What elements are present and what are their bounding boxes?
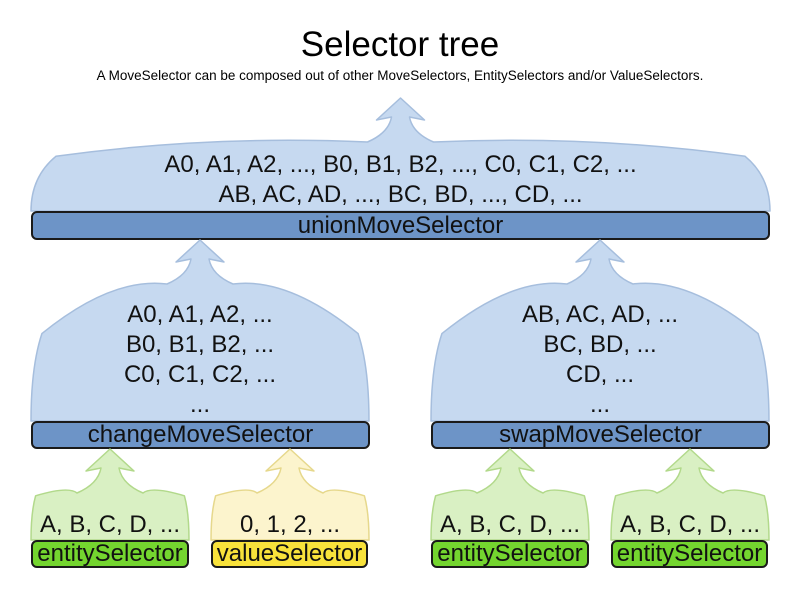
union-selection-items: A0, A1, A2, ..., B0, B1, B2, ..., C0, C1… xyxy=(30,150,771,210)
change-selection-items: A0, A1, A2, ... B0, B1, B2, ... C0, C1, … xyxy=(30,300,370,420)
value-items-line: 0, 1, 2, ... xyxy=(239,511,341,538)
entity-selector-label: entitySelector xyxy=(616,540,763,567)
swap-move-selector-bar: swapMoveSelector xyxy=(431,421,770,449)
entity-selector-bar-2: entitySelector xyxy=(431,540,589,568)
swap-move-selector-label: swapMoveSelector xyxy=(499,421,702,448)
entity1-selection-items: A, B, C, D, ... xyxy=(30,511,190,539)
entity3-selection-items: A, B, C, D, ... xyxy=(610,511,770,539)
change-items-line: C0, C1, C2, ... xyxy=(123,361,277,388)
change-move-selector-bar: changeMoveSelector xyxy=(31,421,370,449)
entity-selector-label: entitySelector xyxy=(437,540,583,567)
swap-items-line: AB, AC, AD, ... xyxy=(521,301,679,328)
entity2-items-line: A, B, C, D, ... xyxy=(439,511,581,538)
change-move-selector-label: changeMoveSelector xyxy=(87,421,314,448)
entity1-items-line: A, B, C, D, ... xyxy=(39,511,181,538)
entity2-selection-items: A, B, C, D, ... xyxy=(430,511,590,539)
union-move-selector-label: unionMoveSelector xyxy=(297,211,504,239)
entity3-items-line: A, B, C, D, ... xyxy=(619,511,761,538)
value-selector-bar: valueSelector xyxy=(211,540,368,568)
subtitle-text: A MoveSelector can be composed out of ot… xyxy=(96,68,704,83)
union-items-line: AB, AC, AD, ..., BC, BD, ..., CD, ... xyxy=(218,181,583,208)
swap-items-line: CD, ... xyxy=(565,361,634,388)
entity-selector-bar-1: entitySelector xyxy=(31,540,189,568)
union-items-line: A0, A1, A2, ..., B0, B1, B2, ..., C0, C1… xyxy=(164,151,637,178)
value-selection-items: 0, 1, 2, ... xyxy=(210,511,370,539)
value-selector-label: valueSelector xyxy=(216,540,363,567)
swap-items-line: ... xyxy=(589,391,610,418)
swap-items-line: BC, BD, ... xyxy=(543,331,657,358)
union-move-selector-bar: unionMoveSelector xyxy=(31,211,770,240)
swap-selection-items: AB, AC, AD, ... BC, BD, ... CD, ... ... xyxy=(430,300,770,420)
change-items-line: A0, A1, A2, ... xyxy=(127,301,273,328)
change-items-line: B0, B1, B2, ... xyxy=(125,331,275,358)
page-title: Selector tree xyxy=(300,25,500,64)
entity-selector-bar-3: entitySelector xyxy=(611,540,768,568)
entity-selector-label: entitySelector xyxy=(37,540,183,567)
change-items-line: ... xyxy=(189,391,210,418)
